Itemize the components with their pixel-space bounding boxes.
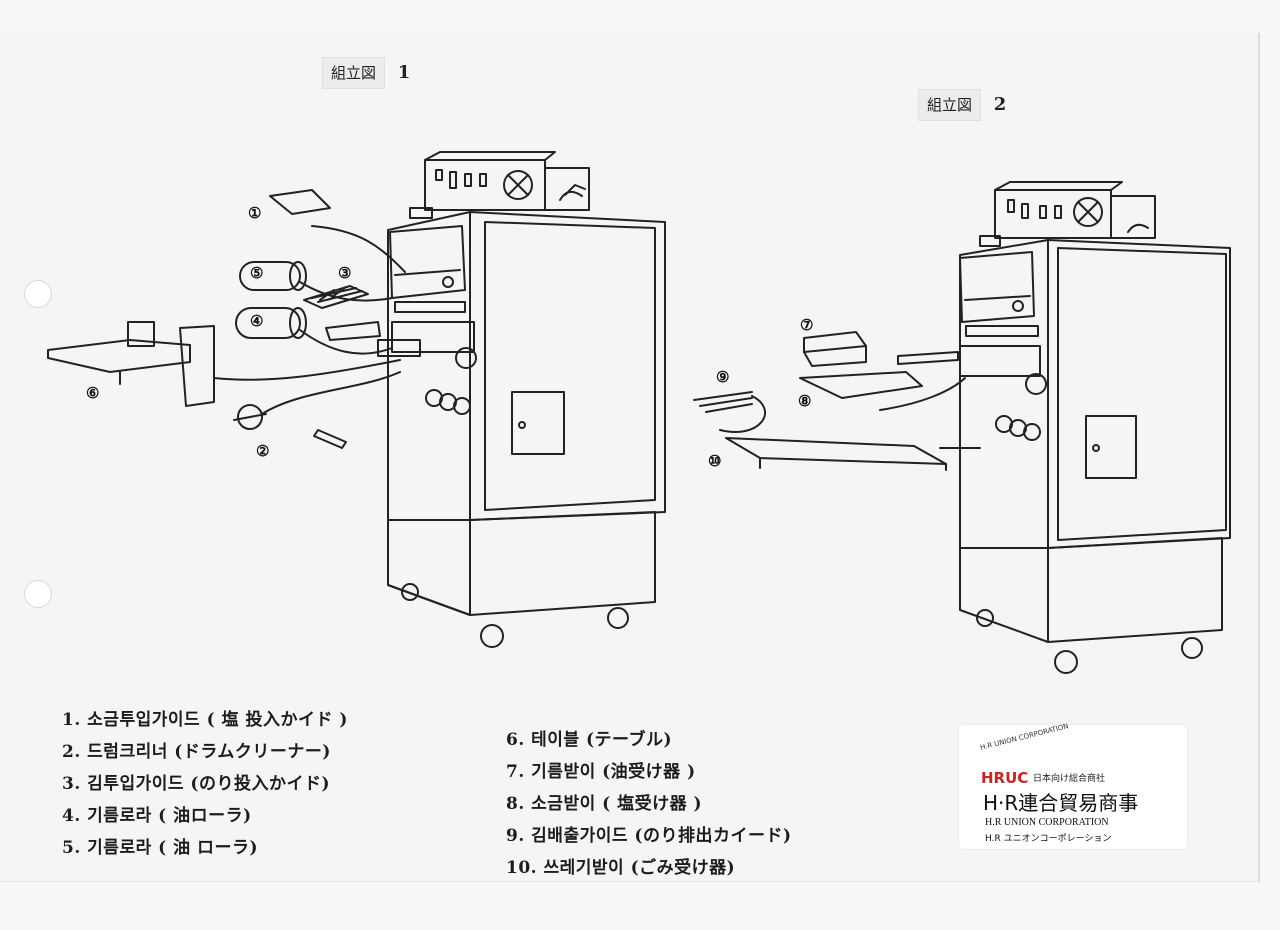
- legend-item: 3. 김투입가이드 (のり投入かイド): [62, 774, 331, 794]
- cabinet-door-1: [484, 221, 656, 511]
- callout-2: ②: [256, 442, 269, 460]
- caster-2b: [1054, 650, 1078, 674]
- callout-10: ⑩: [708, 452, 721, 470]
- legend-item: 2. 드럼크리너 (ドラムクリーナー): [62, 742, 331, 762]
- legend-item: 9. 김배출가이드 (のり排出カイード): [506, 826, 792, 846]
- drum-cleaner: [313, 429, 347, 449]
- parts-figure-2: [693, 331, 981, 471]
- company-name-en: H.R UNION CORPORATION: [985, 817, 1109, 828]
- punch-hole-bottom: [24, 580, 52, 608]
- salt-input-guide: [269, 189, 331, 215]
- figure-2-title: 組立図: [918, 89, 982, 121]
- machine-1: [377, 151, 666, 648]
- drum-cleaner-disc: [237, 404, 263, 430]
- company-logo: H.R UNION CORPORATION HRUC 日本向け総合商社 H·R連…: [958, 722, 1188, 850]
- callout-8: ⑧: [798, 392, 811, 410]
- callout-4: ④: [250, 312, 263, 330]
- legend-item: 7. 기름받이 (油受け器 ): [506, 762, 696, 782]
- figure-2-number: 2: [993, 94, 1007, 115]
- caster-1b: [480, 624, 504, 648]
- legend-item: 1. 소금투입가이드 ( 塩 投入かイド ): [62, 710, 348, 730]
- cabinet-door-2: [1057, 247, 1227, 541]
- legend-item: 5. 기름로라 ( 油 ローラ): [62, 838, 259, 858]
- legend-item: 4. 기름로라 ( 油ローラ): [62, 806, 252, 826]
- legend-item: 6. 테이블 (テーブル): [506, 730, 673, 750]
- callout-1: ①: [248, 204, 261, 222]
- door-panel-2: [1085, 415, 1137, 479]
- parts-legend-left: 1. 소금투입가이드 ( 塩 投入かイド ) 2. 드럼크리너 (ドラムクリーナ…: [62, 704, 348, 864]
- figure-2-label: 組立図 2: [918, 89, 1007, 121]
- roller-wheel-1: [455, 347, 477, 369]
- oil-roller-upper: [239, 261, 301, 291]
- logo-arc-text: H.R UNION CORPORATION: [979, 722, 1070, 752]
- salt-receiver: [799, 371, 923, 399]
- logo-tagline: 日本向け総合商社: [1033, 774, 1106, 784]
- callout-5: ⑤: [250, 264, 263, 282]
- callouts-figure-2: ⑦ ⑧ ⑨ ⑩: [708, 316, 813, 470]
- caster-2c: [1181, 637, 1203, 659]
- caster-1c: [607, 607, 629, 629]
- company-name-jp: H·R連合貿易商事: [983, 791, 1139, 815]
- figure-1-number: 1: [397, 62, 411, 83]
- logo-brand: HRUC: [981, 769, 1029, 787]
- control-box-2: [994, 189, 1112, 239]
- oil-roller-lower: [235, 307, 301, 339]
- legend-item: 8. 소금받이 ( 塩受け器 ): [506, 794, 703, 814]
- table-part: [47, 339, 191, 373]
- company-name-kana: H.R ユニオンコーポレーション: [985, 834, 1112, 844]
- caster-2a: [976, 609, 994, 627]
- callout-7: ⑦: [800, 316, 813, 334]
- roller-wheel-2: [1025, 373, 1047, 395]
- callouts-figure-1: ① ③ ⑤ ④ ⑥ ②: [86, 204, 351, 460]
- callout-6: ⑥: [86, 384, 99, 402]
- legend-item: 10. 쓰레기받이 (ごみ受け器): [506, 858, 736, 878]
- machine-2: [959, 181, 1231, 674]
- figure-1-title: 組立図: [322, 57, 386, 89]
- seaweed-discharge-guide: [693, 391, 753, 401]
- callout-9: ⑨: [716, 368, 729, 386]
- callout-3: ③: [338, 264, 351, 282]
- door-panel-1: [511, 391, 565, 455]
- parts-legend-right: 6. 테이블 (テーブル) 7. 기름받이 (油受け器 ) 8. 소금받이 ( …: [506, 724, 792, 884]
- figure-1-label: 組立図 1: [322, 57, 411, 89]
- caster-1a: [401, 583, 419, 601]
- parts-figure-1: [47, 189, 406, 449]
- punch-hole-top: [24, 280, 52, 308]
